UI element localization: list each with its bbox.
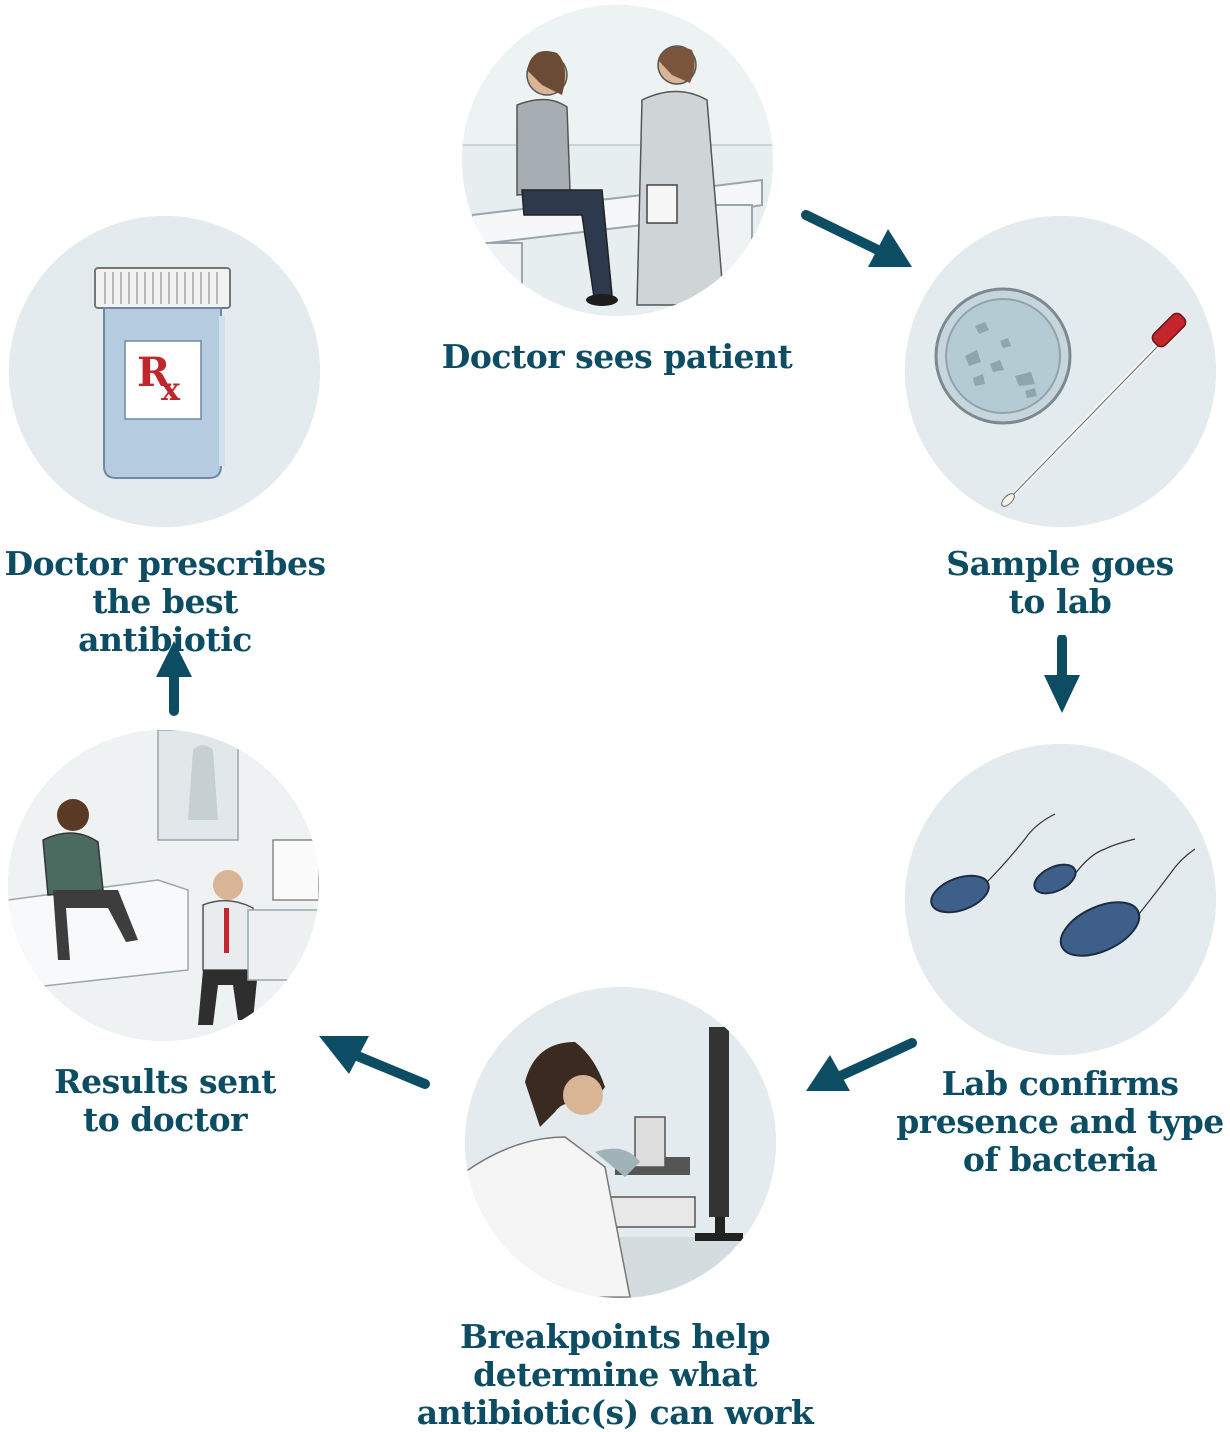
rx-letter-r: R [137,349,171,396]
microscope-illustration [465,987,776,1298]
prescription-bottle-illustration: R x [9,216,320,527]
step-label-lab-confirms: Lab confirms presence and type of bacter… [896,1064,1224,1179]
bacteria-illustration [905,744,1216,1055]
step-label-breakpoints: Breakpoints help determine what antibiot… [416,1317,814,1432]
rx-label: R x [125,341,201,419]
step-label-results-sent: Results sent to doctor [54,1062,276,1139]
arrow-to-lab-confirms [1044,635,1080,713]
doctor-patient-illustration [462,5,773,316]
arrow-to-breakpoints [806,1038,917,1091]
arrow-to-results [319,1036,430,1089]
doctor-office-illustration [8,730,319,1041]
sample-illustration [905,216,1216,527]
arrow-to-prescribes [156,641,192,716]
rx-letter-x: x [161,370,181,408]
step-label-sample-goes-to-lab: Sample goes to lab [946,544,1174,621]
step-label-doctor-prescribes: Doctor prescribes the best antibiotic [4,544,326,659]
arrow-to-sample [801,210,912,267]
step-label-doctor-sees-patient: Doctor sees patient [441,337,793,376]
